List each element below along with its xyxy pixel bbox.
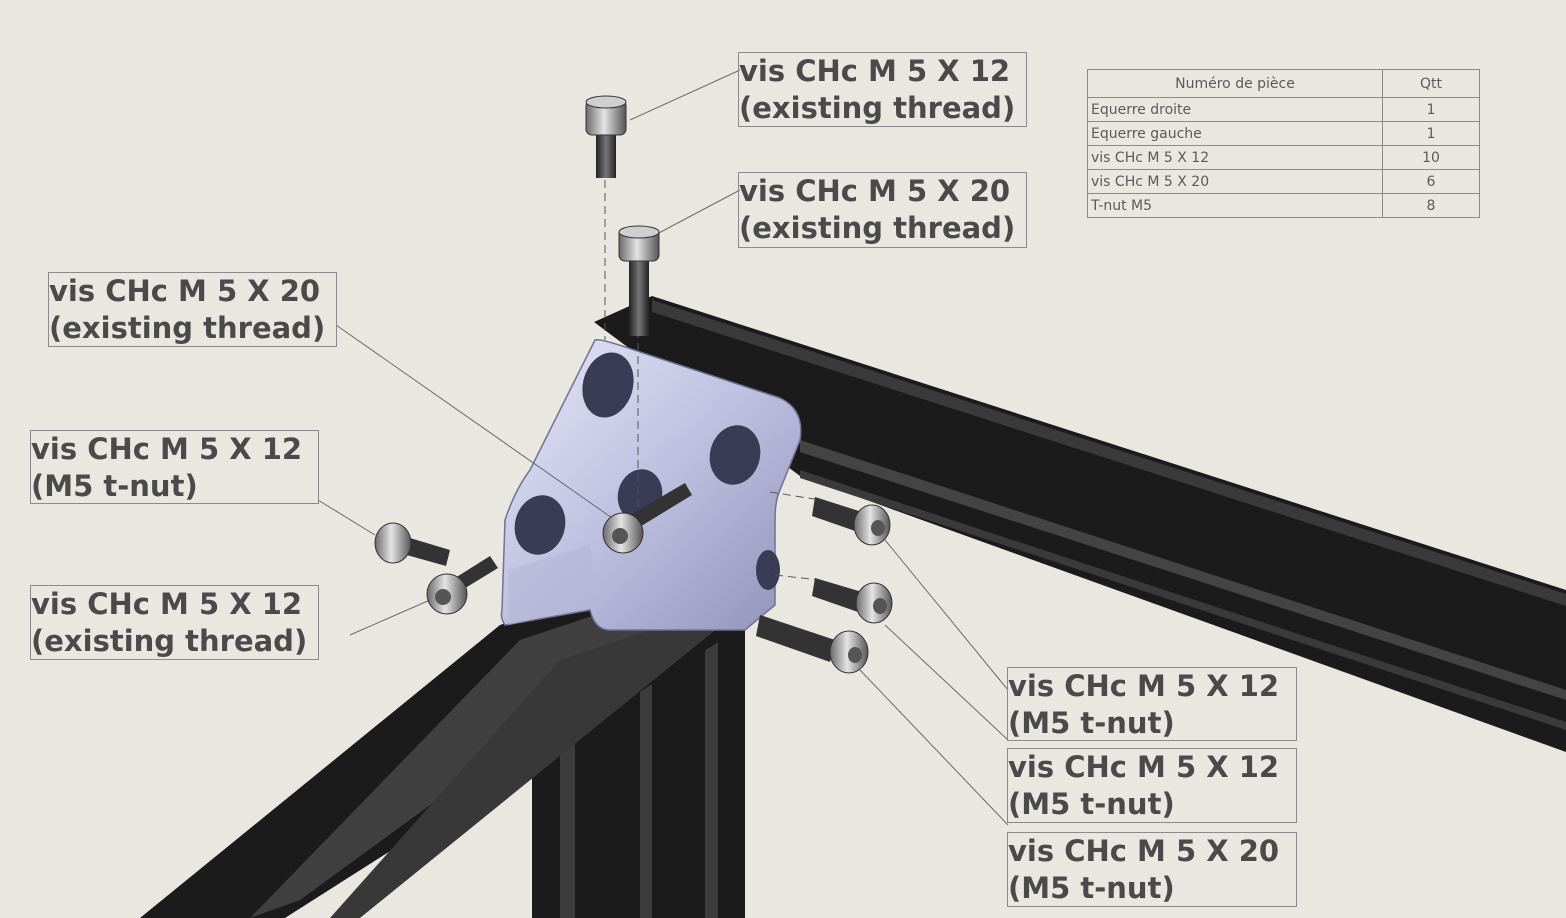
callout-right-screw-12-b: vis CHc M 5 X 12 (M5 t-nut) xyxy=(1007,748,1297,823)
bom-qty-cell: 1 xyxy=(1382,121,1480,146)
callout-left-screw-12-thread: vis CHc M 5 X 12 (existing thread) xyxy=(30,585,319,660)
screw-right-12-a xyxy=(812,497,891,546)
screw-top-20 xyxy=(618,225,660,336)
screw-left-12-tnut xyxy=(374,522,450,566)
leader-lines xyxy=(317,69,1009,826)
callout-bracket-screw-20: vis CHc M 5 X 20 (existing thread) xyxy=(48,272,337,347)
bom-header-part: Numéro de pièce xyxy=(1087,69,1383,98)
bom-part-cell: vis CHc M 5 X 12 xyxy=(1087,145,1383,170)
bom-part-cell: Equerre gauche xyxy=(1087,121,1383,146)
bom-part-cell: T-nut M5 xyxy=(1087,193,1383,218)
bom-qty-cell: 10 xyxy=(1382,145,1480,170)
table-row: T-nut M5 8 xyxy=(1087,193,1480,218)
table-row: vis CHc M 5 X 20 6 xyxy=(1087,169,1480,194)
table-row: vis CHc M 5 X 12 10 xyxy=(1087,145,1480,170)
profile-left xyxy=(140,545,745,918)
bom-part-cell: vis CHc M 5 X 20 xyxy=(1087,169,1383,194)
center-lines xyxy=(604,180,821,581)
bom-header-qty: Qtt xyxy=(1382,69,1480,98)
bom-qty-cell: 1 xyxy=(1382,97,1480,122)
bom-qty-cell: 8 xyxy=(1382,193,1480,218)
screw-right-12-b xyxy=(812,578,893,624)
profile-right xyxy=(594,296,1566,752)
screw-top-12 xyxy=(585,95,627,178)
table-row: Equerre gauche 1 xyxy=(1087,121,1480,146)
bill-of-materials-table: Numéro de pièce Qtt Equerre droite 1 Equ… xyxy=(1087,69,1480,218)
callout-right-screw-12-a: vis CHc M 5 X 12 (M5 t-nut) xyxy=(1007,667,1297,741)
screw-bracket-20 xyxy=(602,483,692,554)
screw-left-12-thread xyxy=(426,556,498,615)
bom-qty-cell: 6 xyxy=(1382,169,1480,194)
bom-part-cell: Equerre droite xyxy=(1087,97,1383,122)
table-row: Equerre droite 1 xyxy=(1087,97,1480,122)
screw-right-20 xyxy=(756,615,869,674)
bom-header-row: Numéro de pièce Qtt xyxy=(1087,69,1480,98)
callout-top-screw-12: vis CHc M 5 X 12 (existing thread) xyxy=(738,52,1027,127)
callout-left-screw-12-tnut: vis CHc M 5 X 12 (M5 t-nut) xyxy=(30,430,319,504)
callout-top-screw-20: vis CHc M 5 X 20 (existing thread) xyxy=(738,172,1027,248)
callout-right-screw-20: vis CHc M 5 X 20 (M5 t-nut) xyxy=(1007,832,1297,907)
